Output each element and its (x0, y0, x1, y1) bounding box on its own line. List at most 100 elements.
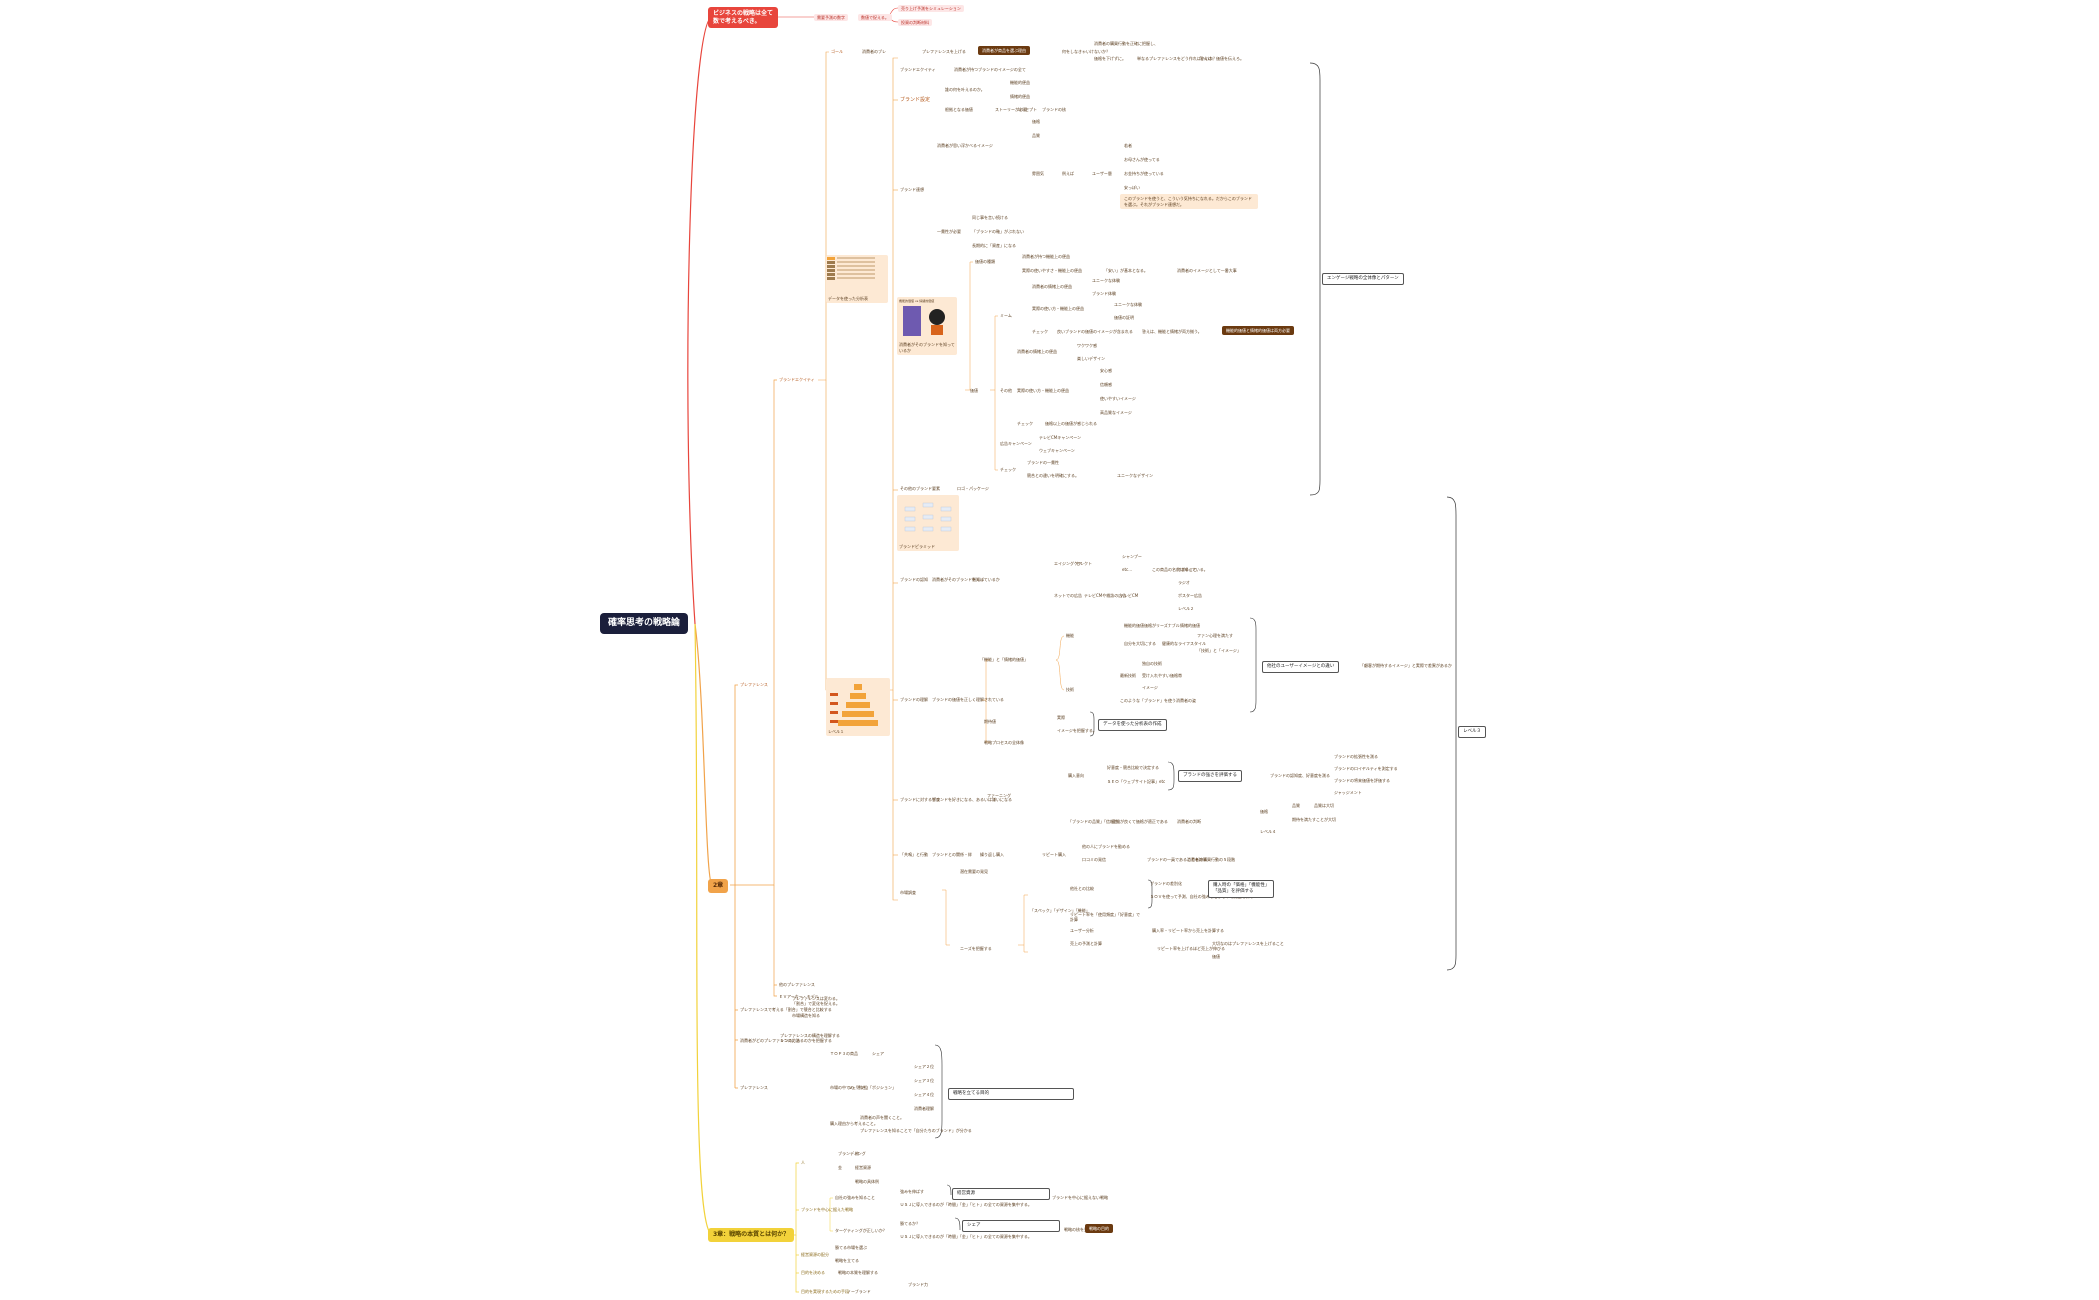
node-bd-c[interactable]: ストーリーが必要 (995, 107, 1027, 112)
node-as-h2[interactable]: 「ブランドの軸」がぶれない (972, 229, 1024, 234)
node-b3f[interactable]: 目的を決める (801, 1270, 825, 1275)
node-lv4c4[interactable]: 消費者の購買行動の５段階 (1187, 857, 1235, 862)
node-lv1d1[interactable]: シャンプー (1122, 554, 1142, 559)
node-b3dark[interactable]: 戦略の目的 (1085, 1224, 1113, 1233)
node-b3f1[interactable]: 戦略の本質を理解する (838, 1270, 878, 1275)
node-v-c3d[interactable]: 高品質なイメージ (1100, 410, 1132, 415)
node-goal-b[interactable]: プレファレンスを上げる (922, 49, 966, 54)
node-lv1d2[interactable]: etc... (1122, 567, 1133, 572)
node-b1q2a[interactable]: シェア１位 (848, 1085, 868, 1090)
node-b1q2[interactable]: 市場の中での「割合」「ポジション」 (830, 1085, 896, 1090)
node-v-b2[interactable]: 実際の使い方・機能上の便益 (1032, 306, 1084, 311)
node-5c1[interactable]: 他社との比較 (1070, 886, 1094, 891)
node-v-c4a[interactable]: 価格以上の価値が感じられる (1045, 421, 1097, 426)
node-b1m[interactable]: 他のプレファレンス (779, 982, 815, 987)
node-lv2c2c[interactable]: 「技術」と「イメージ」 (1197, 648, 1241, 653)
node-lv2d1a[interactable]: 独自の技術 (1142, 661, 1162, 666)
node-lv3d3[interactable]: ブランドの将来価値を評価する (1334, 778, 1390, 783)
node-b3a1b[interactable]: 金 (838, 1165, 842, 1170)
node-v-e[interactable]: チェック (1000, 467, 1016, 472)
node-lv3d4[interactable]: ジャッジメント (1334, 790, 1362, 795)
node-lv2d1[interactable]: 最新技術 (1120, 673, 1136, 678)
node-v-c4[interactable]: チェック (1017, 421, 1033, 426)
node-lv1e2c[interactable]: レベル２ (1178, 606, 1194, 611)
box-lv3-seo[interactable]: ブランドの強さを評価する (1178, 770, 1242, 782)
node-v-c2[interactable]: 消費者の情緒上の便益 (1017, 349, 1057, 354)
box-b1-preference[interactable]: 戦略を立てる目的 (948, 1088, 1074, 1100)
node-lv4a[interactable]: ブランドとの関係・絆 (932, 852, 972, 857)
node-b1q[interactable]: プレファレンス (740, 1085, 768, 1090)
node-b3a1a[interactable]: 物 (855, 1151, 859, 1156)
node-b1q2a3[interactable]: シェア４位 (914, 1092, 934, 1097)
node-lv1e1[interactable]: テレビCMや雑誌の広告 (1084, 593, 1127, 598)
node-b1q1a[interactable]: シェア (872, 1051, 884, 1056)
node-5f3[interactable]: 価値 (1212, 954, 1220, 959)
node-b3g[interactable]: 目的を実現するための手段 (801, 1289, 849, 1294)
node-5e1[interactable]: 購入率・リピート率から売上を計算する (1152, 928, 1224, 933)
node-lv2b[interactable]: 「機能」と「情緒的価値」 (980, 657, 1028, 662)
node-b1p1[interactable]: プレファレンスの構造を理解する５つの方法 (780, 1033, 840, 1043)
node-b3c2[interactable]: ＵＳＪに導入できるのが「時間」「金」「ヒト」の全ての資源を集中する。 (900, 1202, 1032, 1207)
node-demand-forecast[interactable]: 需要予測の数字 (814, 14, 848, 21)
node-lv4[interactable]: 「共鳴」と行動 (900, 852, 928, 857)
node-goal-d[interactable]: 価格を下げずに。 (1094, 56, 1126, 61)
node-5c[interactable]: 「スペック」「デザイン」「機能」 (1030, 908, 1090, 913)
node-lv1e2b[interactable]: ポスター広告 (1178, 593, 1202, 598)
node-v-b1[interactable]: 消費者の情緒上の便益 (1032, 284, 1072, 289)
node-5e[interactable]: ユーザー分析 (1070, 928, 1094, 933)
node-lv2c1[interactable]: 機能的価値 (1124, 623, 1144, 628)
node-as-a[interactable]: 消費者が思い浮かべるイメージ (937, 143, 993, 148)
node-v-c[interactable]: その他 (1000, 388, 1012, 393)
node-bd-b[interactable]: 根拠となる価値 (945, 107, 973, 112)
node-lv2c1b[interactable]: 情緒的価値 (1180, 623, 1200, 628)
node-b1p[interactable]: 消費者がどのプレファレンスにあるのかを把握する (740, 1038, 832, 1043)
box-lv2-consumer[interactable]: 他社のユーザーイメージとの違い (1262, 661, 1340, 673)
node-goal[interactable]: ゴール (831, 49, 843, 54)
node-lv3c[interactable]: 購入意向 (1068, 773, 1084, 778)
node-v-b2b[interactable]: 価値の証明 (1114, 315, 1134, 320)
node-b3g1a[interactable]: ブランド力 (908, 1282, 928, 1287)
node-as-g4[interactable]: 安っぽい (1124, 185, 1140, 190)
node-lv2c1a[interactable]: 価格がリーズナブル (1144, 623, 1180, 628)
node-v-c1[interactable]: 価値 (970, 388, 978, 393)
node-b1q2a1[interactable]: シェア２位 (914, 1064, 934, 1069)
node-as-e[interactable]: 例えば (1062, 171, 1074, 176)
node-lv4c1[interactable]: 他の人にブランドを勧める (1082, 844, 1130, 849)
node-invest[interactable]: 投資の判断材料 (898, 19, 932, 26)
box-b3-usj1[interactable]: 経営資源 (952, 1188, 1050, 1200)
node-5f[interactable]: 売上の予測と計算 (1070, 941, 1102, 946)
node-goal-ans[interactable]: 消費者の購買行動を正確に把握し、 (1094, 41, 1158, 46)
node-b1o[interactable]: プレファレンスで考える「割合」で競合と比較する (740, 1007, 832, 1012)
node-5b[interactable]: ニーズを把握する (960, 946, 992, 951)
node-lv2g[interactable]: 戦略プロセスの全体像 (984, 740, 1024, 745)
node-b3box2a[interactable]: 戦略の核を見極める (1064, 1227, 1100, 1232)
node-v-e2[interactable]: 競合との違いを明確にする。 (1027, 473, 1079, 478)
node-v-d2[interactable]: ウェブキャンペーン (1039, 448, 1075, 453)
branch-chapter-3[interactable]: 3章：戦略の本質とは何か？ (708, 1228, 795, 1242)
node-b3g1b[interactable] (906, 1293, 910, 1295)
node-lv1d2a[interactable]: この商品の名前は知っている。 (1152, 567, 1208, 572)
node-v-b[interactable]: ミーム (1000, 313, 1012, 318)
node-lv2d1c[interactable]: イメージ (1142, 685, 1158, 690)
node-lv3a[interactable]: ブランドを好きになる、あるいは嫌いになる (932, 797, 1012, 802)
node-v-e3[interactable]: ユニークなデザイン (1117, 473, 1153, 478)
node-consist[interactable]: その他のブランド要素 (900, 486, 940, 491)
node-b3c1[interactable]: 強みを伸ばす (900, 1189, 924, 1194)
node-as-h3[interactable]: 長期的に「資産」になる (972, 243, 1016, 248)
node-b3g1[interactable]: ノーブランド (847, 1289, 871, 1294)
node-lv1d[interactable]: セレクト (1076, 561, 1092, 566)
node-v-a2[interactable]: 実際の使いやすさ・機能上の便益 (1022, 268, 1082, 273)
node-lv2e1[interactable]: 実際 (1057, 715, 1065, 720)
node-b1q1[interactable]: ＴＯＰ３の商品 (830, 1051, 858, 1056)
node-lv3e2[interactable]: 消費者の判断 (1177, 819, 1201, 824)
node-5c1b[interactable]: ＳＯＶを使って予測、自社の強みなどから市場機会を探る (1150, 894, 1254, 899)
node-lv4c[interactable]: リピート購入 (1042, 852, 1066, 857)
node-lv3d1[interactable]: ブランドの拡張性を測る (1334, 754, 1378, 759)
node-lv1a[interactable]: 消費者がそのブランドを知っているか (932, 577, 1000, 582)
node-b3d[interactable]: ターゲティングが正しいか？ (835, 1228, 887, 1233)
node-lv2e2[interactable]: イメージを把握する。 (1057, 728, 1097, 733)
node-b3e1[interactable]: 勝てる市場を選ぶ (835, 1245, 867, 1250)
node-5f2[interactable]: 大切なのはプレファレンスを上げること (1212, 941, 1284, 946)
node-lv4b[interactable]: 繰り返し購入 (980, 852, 1004, 857)
node-lv3d[interactable]: ブランドの認知度、好意度を測る (1270, 773, 1330, 778)
